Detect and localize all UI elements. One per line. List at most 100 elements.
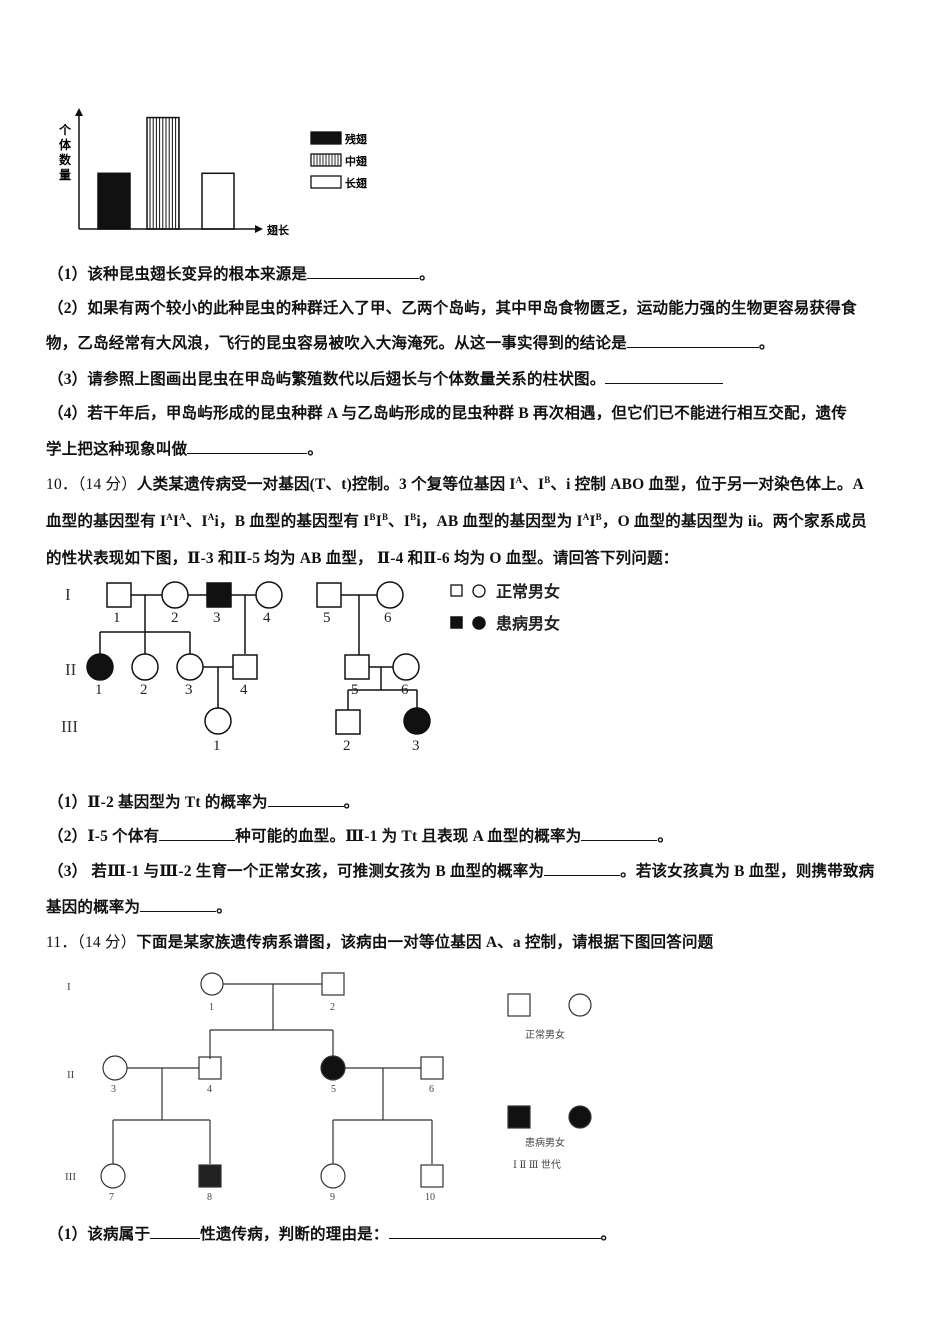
individual-number: 7 (109, 1192, 114, 1203)
individual-number: 2 (140, 682, 148, 698)
generation-label-1: I (65, 585, 71, 604)
individual-number: 6 (401, 682, 409, 698)
legend-normal-male-icon (507, 993, 531, 1017)
individual-number: 9 (330, 1192, 335, 1203)
q10-stem-line1: 10．（14 分）人类某遗传病受一对基因(T、t)控制。3 个复等位基因 IA、… (46, 474, 864, 493)
y-axis-label-char: 体 (59, 137, 72, 152)
legend-label-1: 残翅 (345, 132, 368, 146)
individual-number: 5 (351, 682, 359, 698)
answer-blank[interactable] (544, 861, 621, 876)
legend-label-3: 长翅 (345, 176, 368, 190)
q9-part1: （1）该种昆虫翅长变异的根本来源是。 (48, 264, 435, 283)
III-1-normal-female (204, 707, 232, 735)
generation-label-2: II (67, 1069, 75, 1081)
q10-part3-line1: （3） 若Ⅲ-1 与Ⅲ-2 生育一个正常女孩，可推测女孩为 B 血型的概率为。若… (48, 861, 875, 880)
answer-blank[interactable] (267, 792, 344, 807)
generation-label-3: III (61, 717, 78, 736)
x-axis-label: 翅长 (266, 223, 290, 237)
individual-number: 1 (213, 738, 221, 754)
III-10-normal-male (420, 1164, 444, 1188)
II-6-normal-female (392, 653, 420, 681)
individual-number: 5 (331, 1084, 336, 1095)
q9-part4-line2: 学上把这种现象叫做。 (46, 439, 324, 458)
answer-blank[interactable] (626, 333, 759, 348)
answer-blank[interactable] (605, 369, 724, 384)
y-axis-label-char: 量 (59, 168, 71, 182)
answer-blank[interactable] (581, 826, 658, 841)
y-axis-label-char: 数 (59, 152, 72, 167)
q11-part1: （1）该病属于性遗传病，判断的理由是：。 (48, 1224, 617, 1243)
individual-number: 6 (429, 1084, 434, 1095)
individual-number: 1 (113, 610, 121, 626)
answer-blank[interactable] (140, 897, 217, 912)
I-4-normal-female (255, 581, 283, 609)
II-5-normal-male (344, 654, 370, 680)
q9-part2-line1: （2）如果有两个较小的此种昆虫的种群迁入了甲、乙两个岛屿，其中甲岛食物匮乏，运动… (48, 300, 857, 317)
legend-affected-male-icon (507, 1105, 531, 1129)
individual-number: 3 (111, 1084, 116, 1095)
answer-blank[interactable] (388, 1224, 601, 1239)
II-4-normal-male (198, 1056, 222, 1080)
legend-affected-female-icon (472, 616, 486, 630)
I-1-normal-male (106, 582, 132, 608)
I-5-normal-male (316, 582, 342, 608)
bar-3 (201, 172, 235, 230)
individual-number: 1 (209, 1002, 214, 1013)
III-3-affected-female (403, 707, 431, 735)
q9-part2-line2: 物，乙岛经常有大风浪，飞行的昆虫容易被吹入大海淹死。从这一事实得到的结论是。 (46, 333, 775, 352)
legend-label-2: 中翅 (345, 154, 368, 168)
answer-blank[interactable] (307, 264, 420, 279)
q10-part2: （2）Ⅰ-5 个体有种可能的血型。Ⅲ-1 为 Tt 且表现 A 血型的概率为。 (48, 826, 674, 845)
III-9-normal-female (320, 1163, 346, 1189)
individual-number: 2 (171, 610, 179, 626)
q10-pedigree: I II III 1 2 3 4 5 6 1 2 3 4 5 (61, 581, 560, 754)
individual-number: 4 (263, 610, 271, 626)
individual-number: 3 (213, 610, 221, 626)
answer-blank[interactable] (159, 826, 236, 841)
legend-normal-label: 正常男女 (525, 1028, 565, 1041)
legend-normal-male-icon (450, 584, 463, 597)
II-6-normal-male (420, 1056, 444, 1080)
II-2-normal-female (131, 653, 159, 681)
individual-number: 4 (207, 1084, 212, 1095)
generation-label-3: III (65, 1171, 76, 1183)
legend-affected-label: 患病男女 (525, 1136, 565, 1149)
answer-blank[interactable] (150, 1224, 201, 1239)
II-1-affected-female (86, 653, 114, 681)
answer-blank[interactable] (187, 439, 308, 454)
generation-label-2: II (65, 660, 77, 679)
individual-number: 10 (425, 1192, 435, 1203)
I-2-normal-female (161, 581, 189, 609)
legend-affected-female-icon (568, 1105, 592, 1129)
I-6-normal-female (376, 581, 404, 609)
x-axis-arrow (255, 225, 263, 233)
individual-number: 4 (240, 682, 248, 698)
q10-part3-line2: 基因的概率为。 (46, 897, 232, 916)
q10-part1: （1）Ⅱ-2 基因型为 Tt 的概率为。 (48, 792, 360, 811)
individual-number: 3 (185, 682, 193, 698)
II-3-normal-female (176, 653, 204, 681)
I-1-normal-female (200, 972, 224, 996)
individual-number: 3 (412, 738, 420, 754)
legend-affected-label: 患病男女 (496, 614, 560, 633)
legend-swatch-1 (310, 131, 342, 145)
II-3-normal-female (102, 1055, 128, 1081)
q10-stem-line3: 的性状表现如下图，Ⅱ-3 和Ⅱ-5 均为 AB 血型， Ⅱ-4 和Ⅱ-6 均为 … (46, 550, 679, 567)
individual-number: 2 (343, 738, 351, 754)
individual-number: 6 (384, 610, 392, 626)
q11-stem: 11．（14 分）下面是某家族遗传病系谱图，该病由一对等位基因 A、a 控制，请… (46, 934, 714, 951)
I-2-normal-male (321, 972, 345, 996)
q9-part4-line1: （4）若干年后，甲岛屿形成的昆虫种群 A 与乙岛屿形成的昆虫种群 B 再次相遇，… (48, 405, 847, 422)
q11-pedigree: I II III 1 2 3 4 5 6 7 8 9 10 正常男女 患病男女 (65, 972, 592, 1203)
legend-affected-male-icon (450, 616, 463, 629)
II-4-normal-male (232, 654, 258, 680)
individual-number: 1 (95, 682, 103, 698)
generation-label-1: I (67, 981, 71, 993)
y-axis-label-char: 个 (58, 122, 72, 137)
question-number: 11．（14 分） (46, 934, 137, 951)
legend-normal-female-icon (568, 993, 592, 1017)
individual-number: 5 (323, 610, 331, 626)
I-3-affected-male (206, 582, 232, 608)
q10-stem-line2: 血型的基因型有 IAIA、IAi，B 血型的基因型有 IBIB、IBi，AB 血… (46, 511, 867, 530)
